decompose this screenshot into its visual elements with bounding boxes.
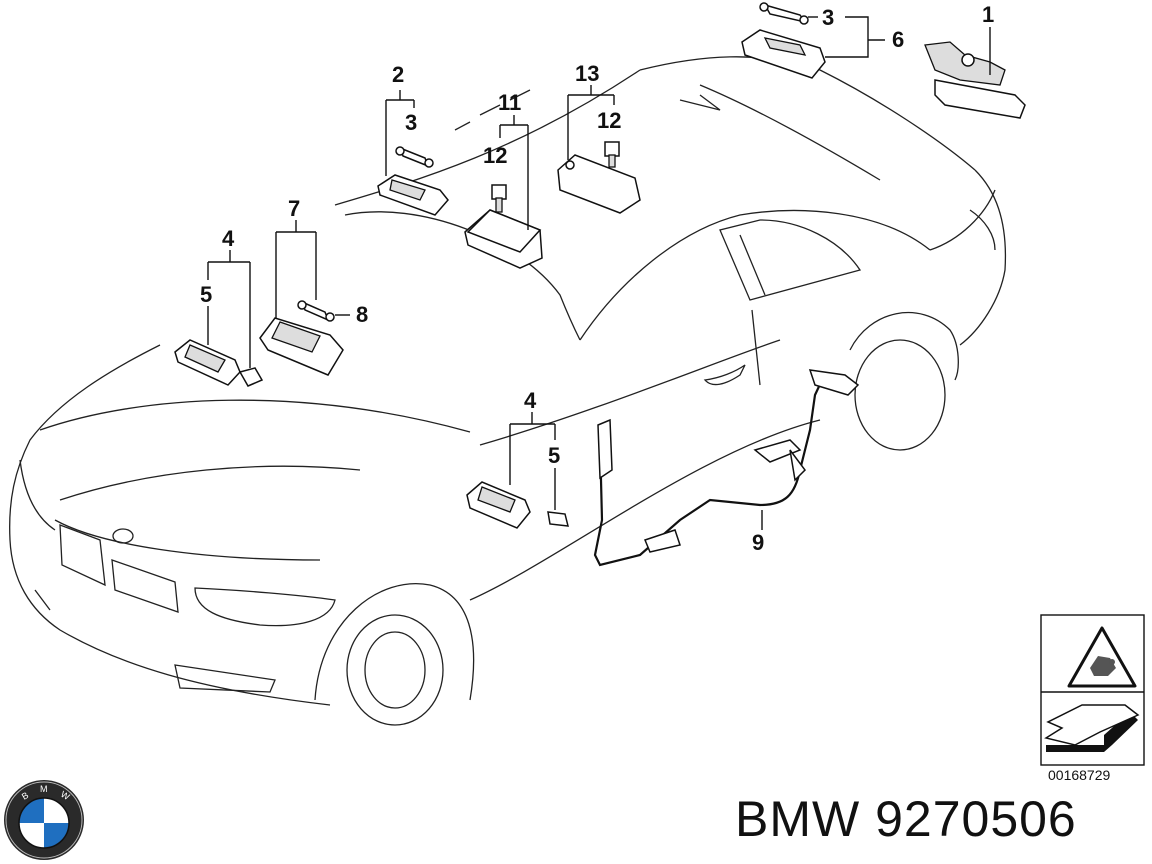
cable-arrow-icon xyxy=(1044,704,1140,752)
part-2-lamp xyxy=(377,174,449,216)
callout-7: 7 xyxy=(288,196,300,221)
callout-2: 2 xyxy=(392,62,404,87)
warning-triangle-icon xyxy=(1067,626,1137,688)
callout-5b: 5 xyxy=(548,443,560,468)
callout-12b: 12 xyxy=(597,108,621,133)
callout-6: 6 xyxy=(892,27,904,52)
callout-8: 8 xyxy=(356,302,368,327)
legend-box xyxy=(1040,614,1145,766)
part-5-bulb-right xyxy=(547,511,569,527)
part-12-screw-right xyxy=(604,141,620,168)
part-4-lamp-right xyxy=(466,481,531,529)
callout-5a: 5 xyxy=(200,282,212,307)
callout-3a: 3 xyxy=(822,5,834,30)
leader-lines xyxy=(207,16,991,530)
car-outline xyxy=(9,56,1007,726)
callout-3b: 3 xyxy=(405,110,417,135)
part-5-bulb-left xyxy=(238,367,264,387)
callout-12a: 12 xyxy=(483,143,507,168)
part-4-lamp-left xyxy=(174,339,241,386)
part-number-title: BMW 9270506 xyxy=(735,791,1077,847)
part-13-lamp xyxy=(557,154,641,214)
part-8-bulb xyxy=(297,300,335,322)
svg-text:M: M xyxy=(40,784,48,794)
callout-9: 9 xyxy=(752,530,764,555)
callout-4b: 4 xyxy=(524,388,537,413)
part-6-lamp xyxy=(741,29,826,79)
callout-11: 11 xyxy=(498,90,521,115)
callout-13: 13 xyxy=(575,61,599,86)
part-3-bulb-top xyxy=(759,2,809,25)
callout-4a: 4 xyxy=(222,226,235,251)
bmw-logo: B M W xyxy=(4,780,84,860)
part-12-screw-left xyxy=(491,184,507,213)
part-7-lamp xyxy=(259,317,344,376)
svg-text:B: B xyxy=(20,790,30,802)
part-1-rear-lamp xyxy=(924,41,1026,119)
part-9-wiring-harness xyxy=(593,369,860,567)
part-3-bulb xyxy=(395,146,434,168)
callout-1: 1 xyxy=(982,2,994,27)
document-number: 00168729 xyxy=(1048,767,1111,783)
part-11-lamp xyxy=(464,209,543,269)
